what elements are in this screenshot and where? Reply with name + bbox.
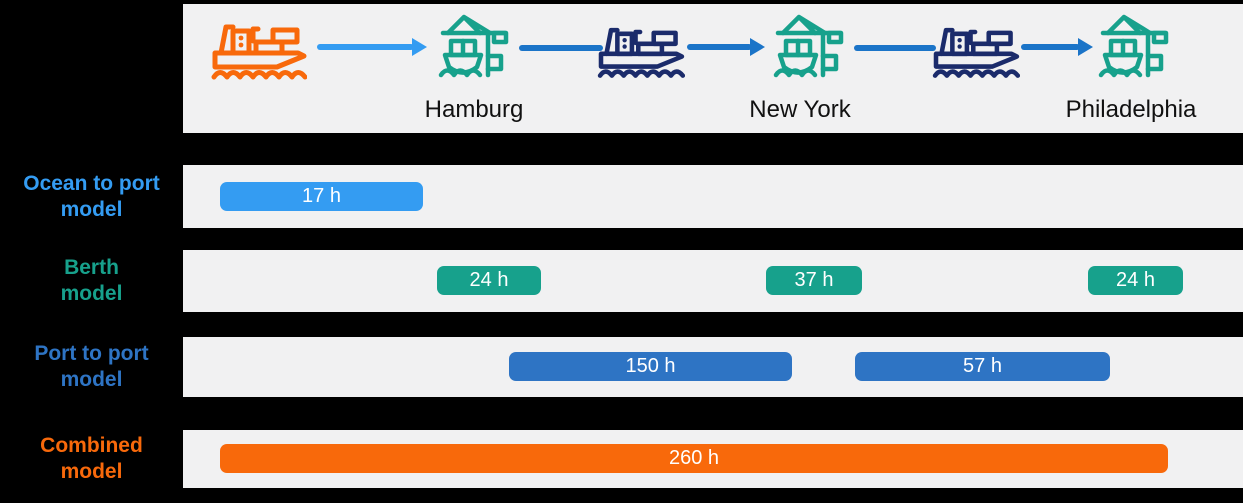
arrow-icon-ocean-to-hamburg (317, 38, 427, 56)
duration-bar-37h-newyork: 37 h (766, 266, 862, 295)
arrow-shaft (1021, 44, 1080, 50)
arrow-icon-to-newyork (687, 38, 765, 56)
row-label-line: model (60, 368, 123, 391)
row-label-line: Port to port (34, 342, 149, 366)
duration-bar-150h: 150 h (509, 352, 792, 381)
arrow-head (750, 38, 765, 56)
route-line-newyork-departure (854, 45, 936, 51)
row-label-line: Ocean to port (23, 171, 160, 195)
ocean-vessel-icon (211, 18, 307, 84)
route-line-hamburg-departure (519, 45, 603, 51)
port-crane-icon-philadelphia (1093, 12, 1175, 98)
duration-bar-260h: 260 h (220, 444, 1168, 473)
port-label-philadelphia: Philadelphia (1065, 96, 1197, 123)
row-label-line: model (60, 282, 123, 305)
row-label-ocean-to-port-model: Ocean to port model (0, 165, 183, 228)
port-label-newyork: New York (749, 96, 851, 123)
row-label-port-to-port-model: Port to port model (0, 337, 183, 397)
vessel-icon-atlantic (597, 22, 685, 82)
arrow-shaft (687, 44, 752, 50)
route-panel: Hamburg New York Philadelphia (183, 4, 1243, 133)
arrow-shaft (317, 44, 414, 50)
port-crane-icon-hamburg (433, 12, 515, 98)
duration-bar-17h: 17 h (220, 182, 423, 211)
row-label-combined-model: Combined model (0, 430, 183, 488)
row-label-line: Berth (64, 256, 119, 280)
arrow-head (1078, 38, 1093, 56)
row-label-line: Combined (40, 434, 143, 458)
timeline-strip-berth: 24 h 37 h 24 h (183, 250, 1243, 312)
port-crane-icon-newyork (768, 12, 850, 98)
vessel-icon-coastal (932, 22, 1020, 82)
arrow-head (412, 38, 427, 56)
timeline-strip-ocean-to-port: 17 h (183, 165, 1243, 228)
port-label-hamburg: Hamburg (424, 96, 524, 123)
duration-bar-24h-philadelphia: 24 h (1088, 266, 1183, 295)
arrow-icon-to-philadelphia (1021, 38, 1093, 56)
row-label-berth-model: Berth model (0, 250, 183, 312)
timeline-strip-port-to-port: 150 h 57 h (183, 337, 1243, 397)
row-label-line: model (60, 197, 123, 221)
row-label-line: model (60, 460, 123, 483)
timeline-strip-combined: 260 h (183, 430, 1243, 488)
duration-bar-57h: 57 h (855, 352, 1110, 381)
duration-bar-24h-hamburg: 24 h (437, 266, 541, 295)
